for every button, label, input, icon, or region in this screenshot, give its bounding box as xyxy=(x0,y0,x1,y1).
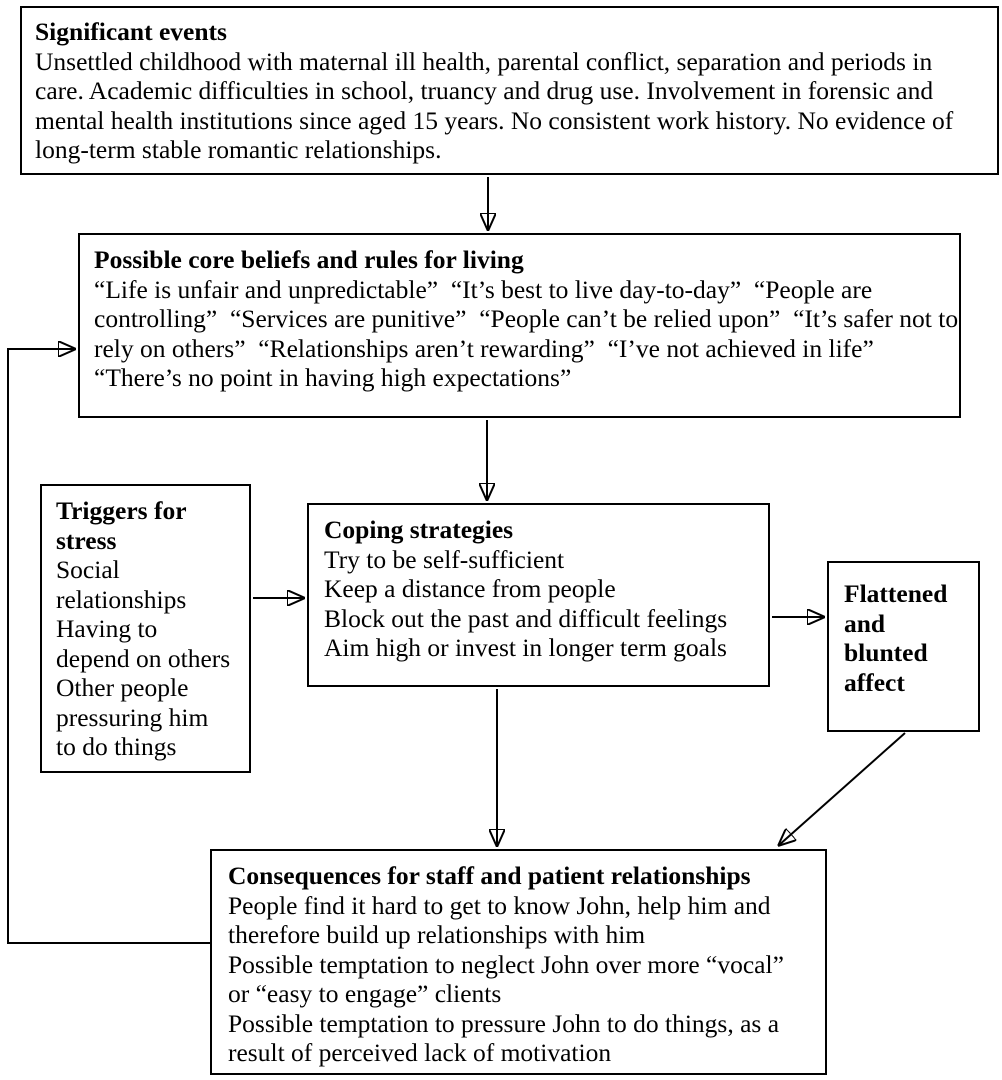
box-consequences: Consequences for staff and patient relat… xyxy=(210,849,827,1075)
arrow-flattened-to-consequences xyxy=(778,732,906,846)
list-item: Having to depend on others xyxy=(56,614,231,673)
list-item: Keep a distance from people xyxy=(324,574,616,603)
box-flattened-affect: Flattened and blunted affect xyxy=(827,561,980,732)
core-beliefs-title: Possible core beliefs and rules for livi… xyxy=(94,245,524,274)
list-item: Other people pressuring him to do things xyxy=(56,673,209,761)
significant-events-body: Unsettled childhood with maternal ill he… xyxy=(35,46,960,165)
flattened-affect-title: Flattened and blunted affect xyxy=(844,579,948,697)
list-item: Possible temptation to pressure John to … xyxy=(228,1008,780,1068)
list-item: Possible temptation to neglect John over… xyxy=(228,949,784,1009)
list-item: People find it hard to get to know John,… xyxy=(228,890,771,950)
list-item: Block out the past and difficult feeling… xyxy=(324,603,728,633)
consequences-list: People find it hard to get to know John,… xyxy=(228,891,817,1068)
list-item: Try to be self-sufficient xyxy=(324,544,565,574)
triggers-title: Triggers for stress xyxy=(56,496,187,555)
coping-title: Coping strategies xyxy=(324,515,514,544)
significant-events-title: Significant events xyxy=(35,17,227,46)
list-item: Aim high or invest in longer term goals xyxy=(324,633,727,662)
list-item: Social relationships xyxy=(56,555,187,614)
box-triggers-for-stress: Triggers for stress Social relationships… xyxy=(40,484,251,773)
box-significant-events: Significant events Unsettled childhood w… xyxy=(20,6,999,175)
box-core-beliefs: Possible core beliefs and rules for livi… xyxy=(78,233,961,418)
box-coping-strategies: Coping strategies Try to be self-suffici… xyxy=(307,503,770,687)
consequences-title: Consequences for staff and patient relat… xyxy=(228,861,751,890)
core-beliefs-body: “Life is unfair and unpredictable” “It’s… xyxy=(94,274,965,393)
